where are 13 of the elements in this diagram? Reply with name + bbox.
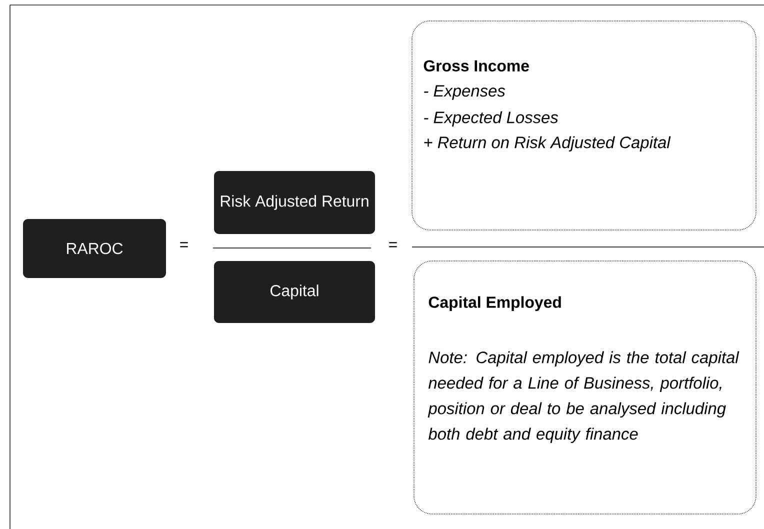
- list-item: + Return on Risk Adjusted Capital: [424, 136, 671, 152]
- dotted-box: [412, 20, 756, 230]
- term-box: Risk Adjusted Return: [214, 171, 375, 234]
- equals-sign: =: [180, 242, 188, 248]
- equals-sign: =: [389, 242, 397, 248]
- heading: Capital Employed: [428, 296, 561, 312]
- list-item: - Expenses: [424, 85, 506, 100]
- term-box: Capital: [214, 261, 375, 323]
- heading: Gross Income: [424, 60, 529, 72]
- note-text: Note: Capital employed is the total capital needed for a Line of Business, portfolio, position or deal to be analysed including both debt and equity finance: [428, 351, 740, 444]
- term-box: RAROC: [23, 219, 166, 278]
- list-item: - Expected Losses: [424, 111, 558, 126]
- dotted-box: [414, 260, 756, 514]
